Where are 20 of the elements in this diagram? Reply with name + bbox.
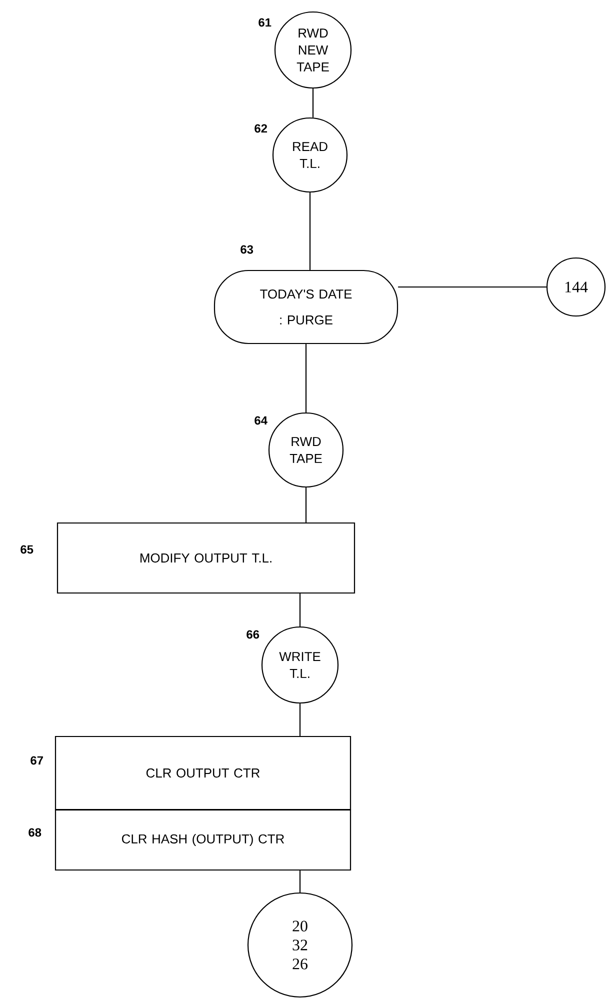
process-box: MODIFY OUTPUT T.L.: [56, 522, 356, 594]
connector-line: [299, 870, 301, 892]
connector-line: [299, 704, 301, 736]
connector-line: [309, 192, 311, 270]
step-number: 65: [20, 545, 34, 554]
step-number: 66: [246, 630, 260, 639]
step-number: 67: [30, 756, 43, 765]
step-number: 63: [240, 245, 254, 254]
process-box: CLR OUTPUT CTR: [54, 736, 352, 810]
process-box: CLR HASH (OUTPUT) CTR: [54, 809, 352, 871]
connector-line: [305, 488, 307, 522]
terminator-box: TODAY'S DATE : PURGE: [214, 270, 398, 344]
connector-line: [312, 88, 314, 118]
connector-line: [299, 594, 301, 626]
step-number: 62: [254, 124, 268, 133]
step-number: 64: [254, 416, 268, 425]
connector-line: [305, 344, 307, 412]
step-number: 61: [258, 18, 272, 27]
connector-line: [398, 286, 546, 288]
step-number: 68: [28, 828, 42, 837]
